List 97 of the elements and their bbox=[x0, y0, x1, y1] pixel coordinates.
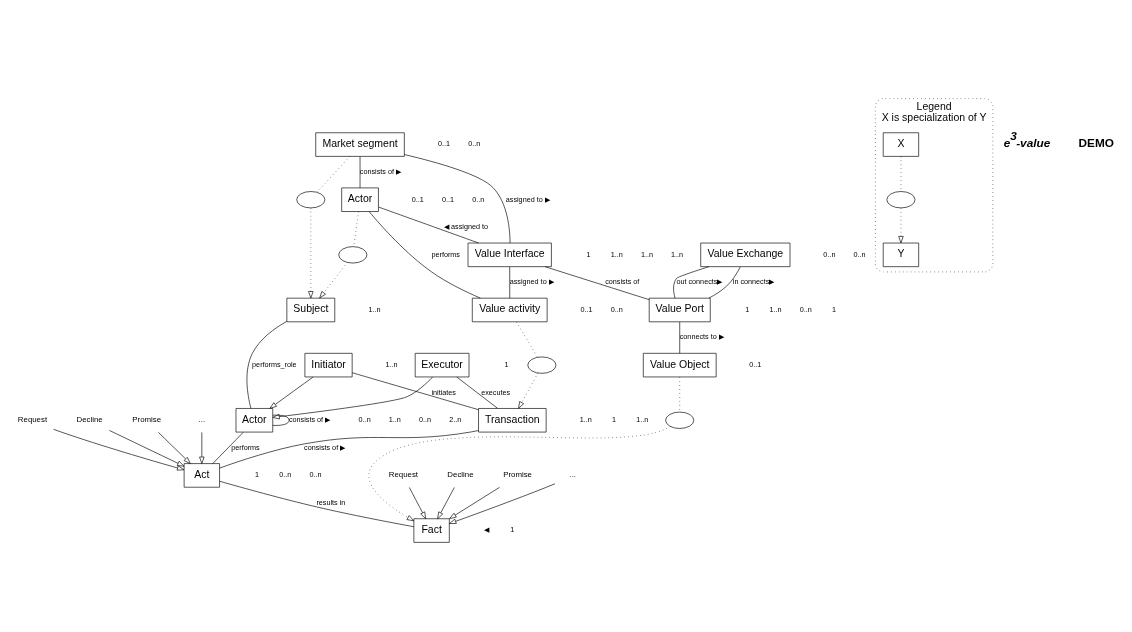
node-box: Value Interface bbox=[467, 242, 552, 267]
label: 0..n bbox=[358, 414, 371, 424]
connector bbox=[368, 210, 481, 298]
label: 1..n bbox=[388, 414, 401, 424]
label: 0..n bbox=[823, 249, 836, 259]
node-ellipse bbox=[527, 356, 557, 374]
node-box: Subject bbox=[286, 297, 336, 322]
edge-label: out connects▶ bbox=[676, 276, 723, 286]
connector bbox=[544, 265, 650, 300]
node-box: Initiator bbox=[304, 352, 353, 377]
label: ◀ bbox=[484, 524, 490, 534]
label: 0..n bbox=[419, 414, 432, 424]
edge-label: results in bbox=[316, 497, 346, 507]
edge-label: ◀ assigned to bbox=[444, 221, 489, 231]
label: 1..n bbox=[368, 304, 381, 314]
edge-label: assigned to ▶ bbox=[509, 276, 554, 286]
label: 1..n bbox=[610, 249, 623, 259]
label: DEMO bbox=[1078, 135, 1114, 150]
arrow bbox=[898, 207, 904, 243]
label: 1..n bbox=[671, 249, 684, 259]
label: 1 bbox=[745, 304, 750, 314]
node-box: Actor bbox=[235, 407, 274, 432]
label: 1 bbox=[612, 414, 617, 424]
connector bbox=[456, 376, 498, 409]
edge-label: assigned to ▶ bbox=[505, 194, 550, 204]
edge-label: consists of ▶ bbox=[304, 442, 346, 452]
label: 0..1 bbox=[438, 138, 451, 148]
node-ellipse bbox=[338, 245, 368, 263]
label: 0..n bbox=[472, 194, 485, 204]
connector bbox=[673, 265, 710, 298]
label: 1 bbox=[254, 469, 259, 479]
arrow bbox=[409, 486, 427, 519]
node-box: Market segment bbox=[315, 131, 405, 157]
connector bbox=[351, 371, 479, 410]
arrow bbox=[269, 376, 314, 409]
label: 0..n bbox=[799, 304, 812, 314]
connector bbox=[219, 480, 415, 527]
connector bbox=[212, 431, 244, 464]
connector bbox=[404, 153, 511, 243]
label: 1 bbox=[504, 359, 509, 369]
edge-label: consists of ▶ bbox=[359, 166, 401, 176]
node-ellipse bbox=[665, 411, 695, 429]
label: 0..n bbox=[279, 469, 292, 479]
arrow bbox=[437, 486, 455, 519]
label: 1..n bbox=[636, 414, 649, 424]
arrow bbox=[518, 372, 539, 409]
label: 0..n bbox=[309, 469, 322, 479]
node-box: Value Port bbox=[648, 297, 711, 322]
node-box: Executor bbox=[414, 352, 470, 377]
node-box: Y bbox=[882, 242, 919, 267]
edge-label: initiates bbox=[431, 387, 456, 397]
label: 0..n bbox=[468, 138, 481, 148]
label: 0..n bbox=[610, 304, 623, 314]
connector bbox=[378, 206, 479, 243]
connector bbox=[219, 429, 479, 468]
label: 1..n bbox=[769, 304, 782, 314]
edge-label: performs_role bbox=[252, 359, 297, 369]
arrow bbox=[109, 429, 185, 467]
connector bbox=[272, 414, 290, 426]
node-ellipse bbox=[296, 190, 326, 208]
arrow bbox=[449, 482, 556, 524]
node-box: Value Object bbox=[642, 352, 717, 377]
label: 1 bbox=[510, 524, 515, 534]
edge-label: consists of bbox=[605, 276, 640, 286]
node-box: Act bbox=[183, 462, 220, 488]
label: 0..1 bbox=[580, 304, 593, 314]
node-box: Transaction bbox=[478, 407, 547, 432]
edge-label: performs bbox=[431, 249, 460, 259]
label: 1..n bbox=[579, 414, 592, 424]
edge-label: executes bbox=[481, 387, 511, 397]
label: 1..n bbox=[385, 359, 398, 369]
label: 2..n bbox=[449, 414, 462, 424]
arrow bbox=[308, 207, 314, 298]
edge-label: connects to ▶ bbox=[679, 331, 724, 341]
connector bbox=[246, 320, 288, 409]
arrow bbox=[449, 486, 500, 519]
arrow bbox=[53, 428, 185, 471]
node-box: Actor bbox=[341, 187, 379, 212]
label: 1 bbox=[831, 304, 836, 314]
edge-label: in connects▶ bbox=[732, 276, 775, 286]
edge-label: consists of ▶ bbox=[288, 414, 331, 424]
arrow bbox=[368, 425, 671, 521]
label: 1..n bbox=[640, 249, 653, 259]
label: 0..n bbox=[853, 249, 866, 259]
edge-label: performs bbox=[231, 442, 260, 452]
arrow bbox=[199, 431, 205, 464]
node-box: Value Exchange bbox=[700, 242, 791, 267]
label: 0..1 bbox=[411, 194, 424, 204]
node-ellipse bbox=[886, 190, 916, 208]
label: 0..1 bbox=[749, 359, 762, 369]
node-box: X bbox=[882, 131, 919, 157]
label: 0..1 bbox=[441, 194, 455, 204]
label: 1 bbox=[586, 249, 591, 259]
arrow bbox=[272, 376, 433, 419]
node-box: Fact bbox=[413, 517, 450, 543]
node-box: Value activity bbox=[471, 297, 548, 322]
arrow bbox=[158, 431, 191, 464]
